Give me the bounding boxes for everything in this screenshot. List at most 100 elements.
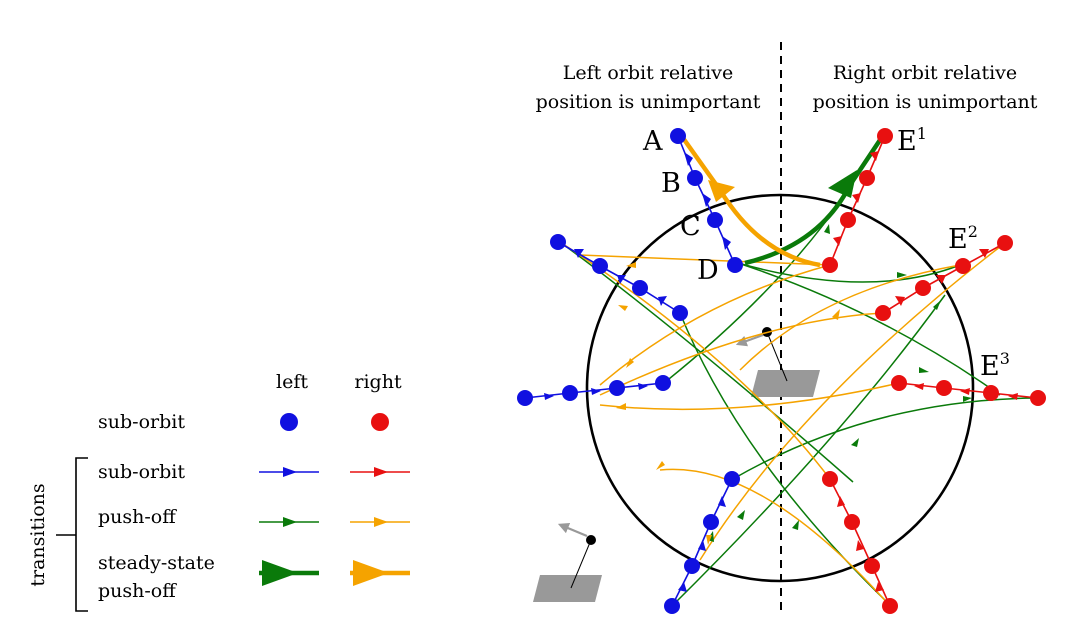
- blue-node: [632, 280, 648, 296]
- green-pushoff-2: [737, 262, 1001, 396]
- legend-green-arrowhead: [283, 517, 297, 527]
- node-E3: [983, 385, 999, 401]
- steady-state-orange-arrowhead: [708, 180, 735, 202]
- red-node: [822, 257, 838, 273]
- label-C: C: [680, 211, 701, 242]
- orange-pushoff-1: [579, 254, 831, 266]
- legend-col-left: left: [276, 371, 308, 393]
- label-E2-sup: 2: [968, 222, 978, 241]
- label-E1-sup: 1: [917, 124, 927, 143]
- green-arrowhead: [851, 438, 859, 447]
- center-gray-arrow-icon: [735, 333, 764, 347]
- green-pushoff-6: [671, 294, 946, 607]
- steady-state-orange-pushoff: [718, 188, 821, 268]
- left-header-line1: Left orbit relative: [563, 62, 733, 84]
- label-E3-base: E: [980, 351, 1000, 382]
- label-B: B: [661, 168, 681, 199]
- legend-right-node: [371, 413, 389, 431]
- orange-arrowhead: [656, 461, 665, 470]
- green-pushoff-5: [732, 397, 1036, 480]
- red-node: [915, 280, 931, 296]
- blue-node: [703, 514, 719, 530]
- green-arrowhead: [963, 396, 972, 402]
- legend-blue-arrowhead: [283, 467, 297, 477]
- label-E2-base: E: [948, 224, 968, 255]
- blue-node: [655, 375, 671, 391]
- label-E1: E1: [897, 124, 927, 157]
- legend-row-suborbit: sub-orbit: [98, 411, 185, 433]
- red-node: [844, 514, 860, 530]
- red-node: [936, 380, 952, 396]
- green-pushoff-3: [679, 312, 891, 606]
- legend-group-label: transitions: [27, 483, 49, 586]
- right-header-line2: position is unimportant: [813, 91, 1038, 113]
- orange-pushoff-3: [599, 312, 884, 396]
- blue-node: [592, 258, 608, 274]
- blue-suborbit-chains: [524, 135, 736, 607]
- red-chain-arrowheads: [833, 151, 1018, 592]
- blue-node: [664, 598, 680, 614]
- label-E3: E3: [980, 349, 1010, 382]
- red-node: [822, 471, 838, 487]
- legend-row-steady-line2: push-off: [98, 580, 177, 602]
- orange-arrowhead: [832, 309, 840, 320]
- blue-node: [672, 305, 688, 321]
- legend-row-steady-line1: steady-state: [98, 552, 215, 574]
- green-arrowhead: [824, 224, 830, 234]
- node-A: [670, 128, 686, 144]
- blue-node: [517, 390, 533, 406]
- red-node: [891, 375, 907, 391]
- node-D: [727, 257, 743, 273]
- orange-arrowhead: [618, 305, 628, 311]
- orange-pushoff-8: [739, 264, 961, 371]
- legend-transitions-bracket: [75, 457, 88, 612]
- orange-arrowhead: [616, 403, 626, 410]
- red-suborbit-chains: [829, 135, 1039, 607]
- blue-node: [550, 234, 566, 250]
- legend-gray-arrow-icon: [557, 523, 588, 538]
- legend-row-trans-suborbit: sub-orbit: [98, 461, 185, 483]
- blue-suborbit-nodes: [517, 128, 743, 614]
- green-arrowhead: [737, 510, 745, 520]
- steady-state-green-pushoff: [744, 183, 853, 266]
- label-E1-base: E: [897, 126, 917, 157]
- green-pushoff-1: [737, 262, 961, 283]
- red-node: [875, 305, 891, 321]
- legend-steady-green-arrowhead: [262, 560, 298, 586]
- legend: left right sub-orbit transitions sub-orb…: [27, 371, 410, 612]
- green-arrowhead: [919, 367, 929, 373]
- orange-pushoff-4: [599, 382, 900, 411]
- center-leg-line: [766, 331, 788, 382]
- node-E1: [877, 128, 893, 144]
- node-B: [687, 170, 703, 186]
- red-node: [840, 212, 856, 228]
- node-C: [707, 212, 723, 228]
- legend-red-arrowhead: [374, 467, 388, 477]
- legend-row-pushoff: push-off: [98, 506, 177, 528]
- green-arrowhead: [933, 300, 941, 310]
- label-D: D: [697, 255, 719, 286]
- legend-orange-arrowhead: [374, 517, 388, 527]
- green-arrowhead: [897, 272, 907, 278]
- legend-col-right: right: [354, 371, 402, 393]
- label-E3-sup: 3: [1000, 349, 1010, 368]
- green-arrowhead: [792, 520, 799, 530]
- legend-left-node: [280, 413, 298, 431]
- blue-node: [724, 471, 740, 487]
- red-node: [997, 235, 1013, 251]
- left-header-line2: position is unimportant: [536, 91, 761, 113]
- orange-pushoff-6: [659, 468, 891, 607]
- label-A: A: [642, 126, 663, 157]
- legend-platform-icon: [533, 575, 602, 602]
- right-header-line1: Right orbit relative: [833, 62, 1017, 84]
- red-node: [1030, 390, 1046, 406]
- steady-state-green-arrowhead: [828, 170, 857, 198]
- red-node: [882, 598, 898, 614]
- blue-node: [684, 558, 700, 574]
- orange-pushoff-2: [599, 264, 831, 386]
- blue-node: [562, 385, 578, 401]
- legend-mass-dot: [586, 535, 596, 545]
- red-node: [859, 170, 875, 186]
- blue-chain-arrowheads: [544, 152, 731, 592]
